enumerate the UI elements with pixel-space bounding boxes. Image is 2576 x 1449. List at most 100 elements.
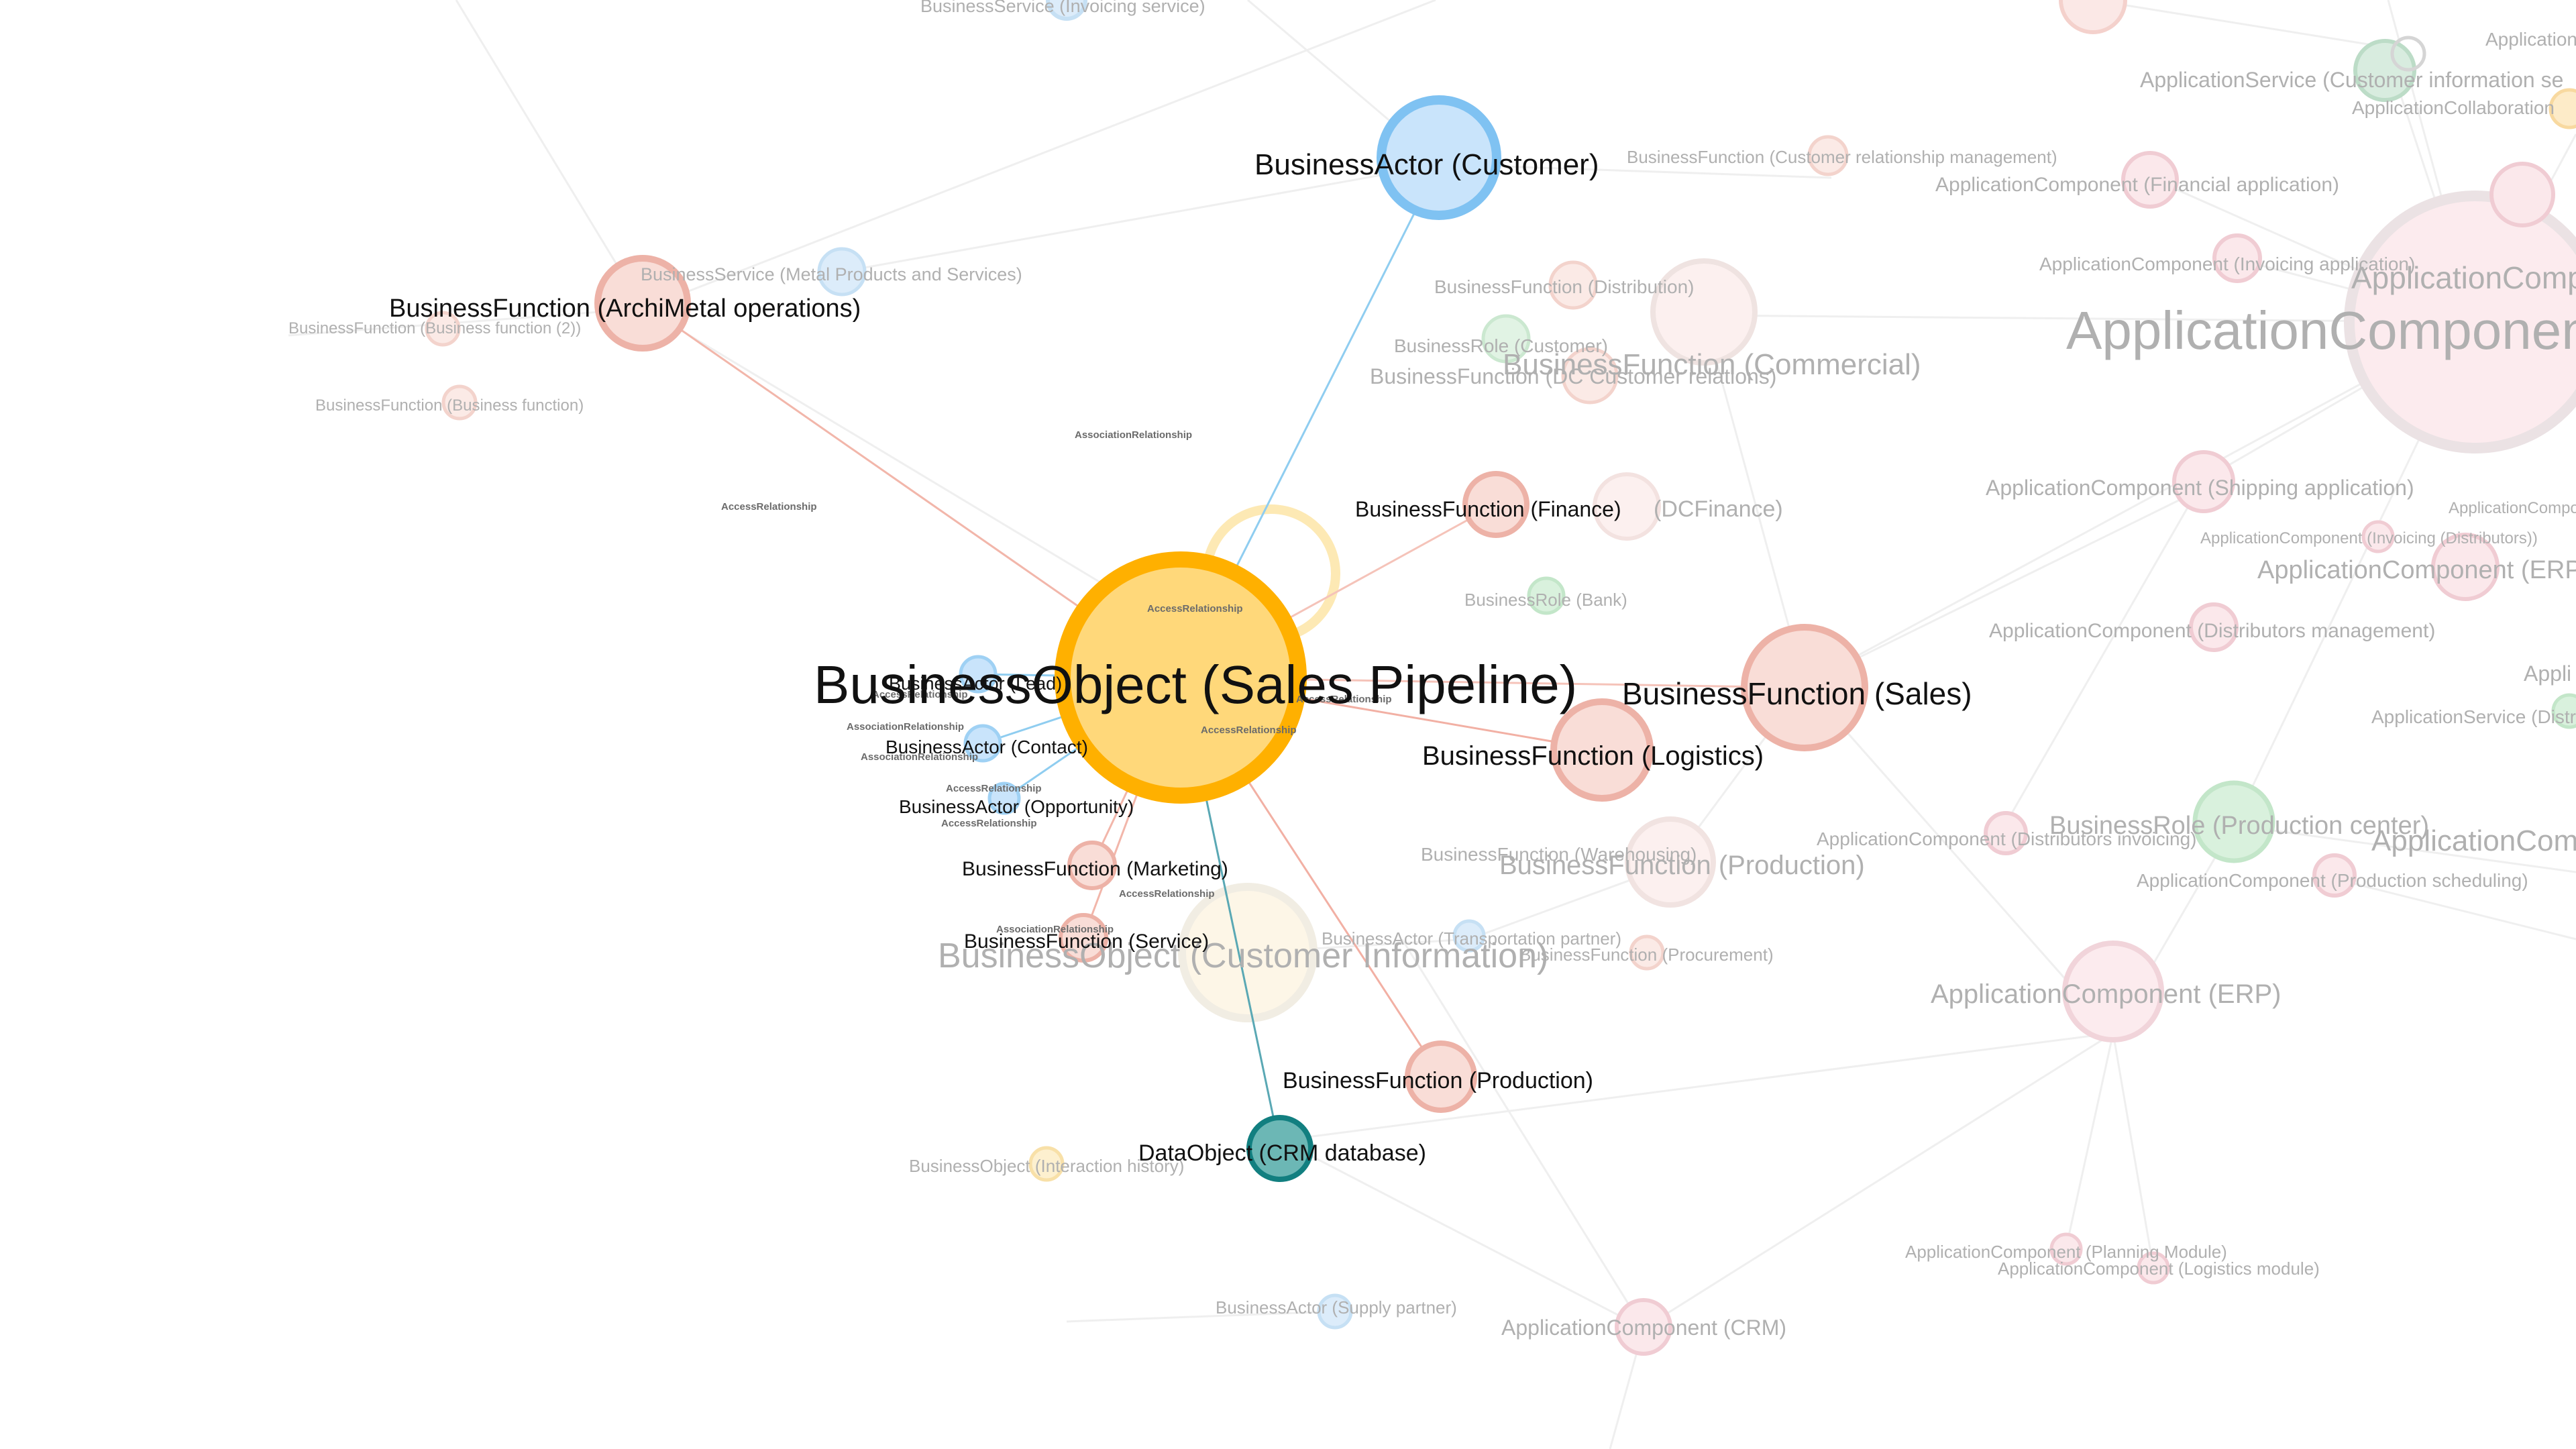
node-production[interactable] xyxy=(1405,1040,1477,1113)
bg-node-role xyxy=(2353,39,2416,102)
label-crm-database: DataObject (CRM database) xyxy=(1138,1140,1426,1166)
bg-edge xyxy=(1066,1310,1336,1323)
bg-edge xyxy=(2065,1032,2114,1248)
label-commercial: BusinessFunction (Commercial) xyxy=(1503,348,1921,381)
node-crm-database[interactable] xyxy=(1246,1115,1313,1182)
label-dcfinance: (DCFinance) xyxy=(1654,496,1783,522)
rel-label-access: AccessRelationship xyxy=(1119,888,1215,900)
label-service: BusinessFunction (Service) xyxy=(964,930,1209,953)
label-distribution: BusinessFunction (Distribution) xyxy=(1434,276,1695,297)
bg-node-app xyxy=(2361,520,2395,553)
label-marketing: BusinessFunction (Marketing) xyxy=(962,858,1228,880)
label-app-crm: ApplicationComponent (CRM) xyxy=(1501,1316,1786,1340)
label-app-logistics: ApplicationComponent (Logistics module) xyxy=(1998,1258,2320,1279)
bg-node-object xyxy=(2548,88,2576,129)
bg-edge xyxy=(2092,0,2385,48)
bg-node-app xyxy=(2172,450,2235,513)
label-app-distributors-invoicing: ApplicationComponent (Distributors invoi… xyxy=(1817,828,2196,849)
bg-node-actor xyxy=(1452,919,1486,953)
bg-node-object xyxy=(1178,883,1318,1022)
label-warehousing: BusinessFunction (Warehousing) xyxy=(1421,844,1697,865)
bg-node-function xyxy=(1625,816,1716,908)
rel-label-access: AccessRelationship xyxy=(946,783,1042,794)
bg-node-function xyxy=(1807,135,1849,176)
label-app-service-dist: ApplicationService (Distr xyxy=(2371,706,2576,727)
bg-node-function xyxy=(1548,260,1598,310)
label-supply-partner: BusinessActor (Supply partner) xyxy=(1216,1297,1457,1318)
bg-node-app xyxy=(2312,853,2357,898)
bg-edge xyxy=(1281,1139,1644,1330)
bg-edge xyxy=(455,0,644,308)
rel-label-association: AssociationRelationship xyxy=(861,751,978,763)
bg-edge xyxy=(643,0,1436,310)
node-lead[interactable] xyxy=(959,655,998,694)
label-app-erp-sh: ApplicationComponent (ERP sh xyxy=(2257,556,2576,584)
bg-edge xyxy=(2233,824,2576,873)
label-interaction-history: BusinessObject (Interaction history) xyxy=(909,1156,1184,1176)
bg-node-actor xyxy=(1046,0,1087,21)
node-sales[interactable] xyxy=(1741,624,1868,751)
bg-node-function xyxy=(1650,258,1758,366)
node-sales-pipeline[interactable] xyxy=(1055,551,1307,804)
node-logistics[interactable] xyxy=(1550,698,1654,802)
rel-label-association: AssociationRelationship xyxy=(847,721,964,733)
background-edges xyxy=(288,0,2576,1449)
bg-node-role xyxy=(2551,693,2576,729)
label-app-planning: ApplicationComponent (Planning Module) xyxy=(1905,1242,2227,1262)
bg-edge xyxy=(642,306,1114,592)
label-app-shipping: ApplicationComponent (Shipping applicati… xyxy=(1986,476,2414,500)
bg-edge xyxy=(1401,938,1645,1329)
bg-edge xyxy=(1281,1032,2114,1142)
node-opportunity[interactable] xyxy=(987,782,1021,815)
label-production-bg: BusinessFunction (Production) xyxy=(1499,851,1865,880)
label-app-distributors-mgmt: ApplicationComponent (Distributors manag… xyxy=(1989,620,2435,642)
bg-node-app xyxy=(2121,151,2179,209)
label-opportunity: BusinessActor (Opportunity) xyxy=(899,796,1134,817)
node-finance[interactable] xyxy=(1462,471,1529,538)
bg-node-function xyxy=(2059,0,2127,34)
bg-node-app xyxy=(2431,533,2500,601)
label-role-production-center: BusinessRole (Production center) xyxy=(2049,812,2429,840)
bg-node-function xyxy=(1593,472,1661,541)
node-archimetal-operations[interactable] xyxy=(594,255,691,352)
node-customer[interactable] xyxy=(1377,95,1501,220)
label-app-financial: ApplicationComponent (Financial applicat… xyxy=(1935,174,2339,196)
label-app-con: ApplicationCom xyxy=(2371,824,2576,857)
node-service[interactable] xyxy=(1059,913,1108,963)
label-app-component-short: ApplicationCompo xyxy=(2485,29,2576,50)
label-logistics: BusinessFunction (Logistics) xyxy=(1422,741,1764,771)
label-dc-customer-relations: BusinessFunction (DC Customer relations) xyxy=(1370,364,1776,388)
label-app-invoicing-distributors: ApplicationComponent (Invoicing (Distrib… xyxy=(2200,529,2538,547)
label-role-bank: BusinessRole (Bank) xyxy=(1464,590,1627,610)
bg-edge xyxy=(2112,1032,2155,1269)
bg-node-app xyxy=(2489,162,2555,227)
label-app-big-2: ApplicationComponen xyxy=(2066,301,2576,360)
bg-node-object xyxy=(1028,1146,1065,1182)
label-app-collaboration: ApplicationCollaboration xyxy=(2352,97,2555,118)
bg-node-actor xyxy=(1317,1293,1353,1330)
rel-label-access: AccessRelationship xyxy=(1147,603,1243,614)
rel-label-association: AssociationRelationship xyxy=(1075,429,1192,441)
label-contact: BusinessActor (Contact) xyxy=(885,737,1088,757)
focus-nodes[interactable] xyxy=(594,95,1868,1182)
bg-edge xyxy=(1998,479,2205,836)
bg-node-actor xyxy=(817,247,867,297)
node-contact[interactable] xyxy=(963,724,1002,763)
node-marketing[interactable] xyxy=(1067,841,1117,890)
focus-labels: BusinessActor (Customer) BusinessFunctio… xyxy=(389,148,1972,1166)
bg-edge xyxy=(1804,488,2201,686)
bg-node-function xyxy=(425,311,461,347)
bg-node-ring xyxy=(2390,36,2426,72)
label-customer: BusinessActor (Customer) xyxy=(1254,148,1599,181)
bg-node-role xyxy=(1481,314,1531,364)
bg-node-app xyxy=(2137,1251,2170,1285)
label-app-production-scheduling: ApplicationComponent (Production schedul… xyxy=(2137,870,2528,891)
bg-node-app xyxy=(2189,602,2239,652)
label-app-invoicing: ApplicationComponent (Invoicing applicat… xyxy=(2039,254,2415,274)
label-invoicing-service: BusinessService (Invoicing service) xyxy=(920,0,1205,16)
bg-node-app-large xyxy=(2344,191,2576,453)
bg-node-function xyxy=(1629,934,1665,971)
rel-label-access: AccessRelationship xyxy=(721,501,817,513)
rel-label-access: AccessRelationship xyxy=(872,689,968,700)
